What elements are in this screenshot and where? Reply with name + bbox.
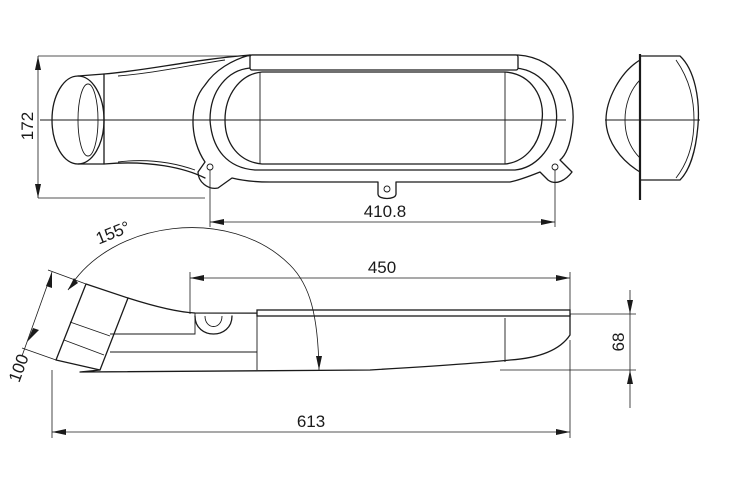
glass-oval xyxy=(224,71,544,165)
body-side-inner xyxy=(110,313,196,335)
ext-line-100-top xyxy=(47,269,87,285)
end-rim xyxy=(675,59,695,179)
arrow-613-left xyxy=(52,429,66,435)
arrow-68-bottom xyxy=(627,370,633,384)
lamp-bump-inner xyxy=(204,315,223,327)
spigot-tube xyxy=(77,73,105,165)
arrow-410-right xyxy=(541,219,555,225)
spigot-side xyxy=(55,283,129,371)
dim-label-410: 410.8 xyxy=(364,202,407,221)
spigot-side-mid2 xyxy=(63,339,105,356)
arrow-172-bottom xyxy=(35,184,41,198)
end-view xyxy=(605,54,700,200)
spigot-side-mid xyxy=(69,321,111,337)
ext-line-100-bottom xyxy=(21,347,57,361)
arrow-450-left xyxy=(190,275,204,281)
top-plate xyxy=(256,309,571,317)
neck-bottom-edge xyxy=(103,162,206,179)
housing-outline xyxy=(192,54,574,200)
lamp-bump xyxy=(194,315,233,335)
neck-bottom-line xyxy=(117,160,196,171)
arrow-68-top xyxy=(627,300,633,314)
arrow-100-bottom xyxy=(27,328,39,342)
arrow-613-right xyxy=(556,429,570,435)
dim-label-155: 155° xyxy=(93,218,133,249)
arrow-angle-start xyxy=(68,278,78,290)
body-side-outline xyxy=(79,297,571,373)
end-outer xyxy=(639,55,700,181)
dim-label-450: 450 xyxy=(368,258,396,277)
top-view: 172 410.8 xyxy=(18,54,574,227)
end-dome xyxy=(605,59,641,173)
side-view: 450 68 155° 100 613 xyxy=(5,218,636,438)
top-bar xyxy=(249,54,519,71)
arrow-angle-end xyxy=(316,356,322,370)
end-dome-inner xyxy=(624,79,641,159)
angle-arc xyxy=(67,227,320,371)
arrow-450-right xyxy=(556,275,570,281)
dim-label-172: 172 xyxy=(18,112,37,140)
dim-label-68: 68 xyxy=(609,333,628,352)
arrow-172-top xyxy=(35,56,41,70)
arrow-410-left xyxy=(210,219,224,225)
mount-hole-center xyxy=(383,185,391,193)
neck-top-edge xyxy=(103,54,251,75)
neck-top-line xyxy=(117,59,226,77)
housing-inner-ring xyxy=(209,67,558,171)
arrow-100-top xyxy=(46,272,52,288)
dim-label-613: 613 xyxy=(297,412,325,431)
mount-hole-right xyxy=(551,163,559,171)
mount-hole-left xyxy=(206,163,214,171)
dim-label-100: 100 xyxy=(5,352,33,385)
